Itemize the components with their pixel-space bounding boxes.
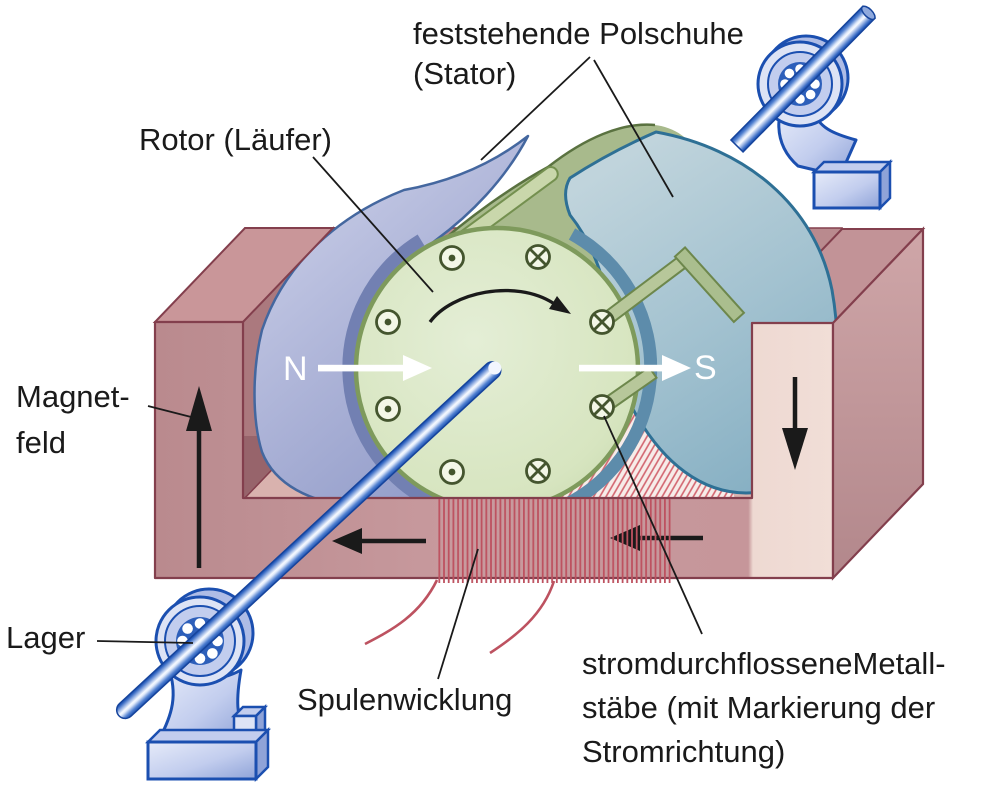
label-magnetfeld-line1: Magnet- (16, 379, 130, 414)
callout-stator-left (480, 56, 591, 161)
coil-lead-right (489, 580, 556, 655)
label-stator-line2: (Stator) (413, 56, 517, 91)
current-in-symbol (525, 458, 551, 484)
shaft-front (115, 361, 502, 720)
callout-lines (96, 56, 703, 680)
label-magnetfeld: Magnet- feld (16, 374, 130, 466)
label-lager: Lager (6, 620, 86, 655)
frame-side-face-right (831, 226, 925, 581)
coil-winding (364, 499, 672, 655)
shaft-rear (729, 5, 877, 154)
callout-magnetfeld (147, 405, 200, 420)
pole-left-inner-rim (342, 234, 445, 514)
current-out-symbol (375, 396, 401, 422)
north-arrow (318, 355, 432, 381)
field-arrow-left-1 (332, 528, 426, 554)
label-metallstaebe: stromdurchflosseneMetall- stäbe (mit Mar… (582, 642, 946, 774)
label-stator-line1: feststehende Polschuhe (413, 16, 744, 51)
callout-rotor (312, 156, 434, 293)
rotation-arrow (428, 288, 571, 324)
callout-metallstaebe (603, 415, 703, 635)
callout-lager (96, 640, 194, 644)
label-metallstaebe-line2: stäbe (mit Markierung der (582, 690, 936, 725)
current-in-symbol (589, 394, 615, 420)
current-out-symbol (375, 309, 401, 335)
label-pole-s: S (694, 349, 717, 387)
label-rotor: Rotor (Läufer) (139, 122, 332, 157)
current-out-symbol (439, 459, 465, 485)
callout-stator-right (593, 59, 674, 198)
field-arrow-down (782, 377, 808, 470)
label-spulenwicklung: Spulenwicklung (297, 682, 513, 717)
label-metallstaebe-line3: Stromrichtung) (582, 734, 786, 769)
south-arrow (579, 355, 691, 381)
label-stator: feststehende Polschuhe (Stator) (413, 14, 744, 94)
current-in-symbol (525, 244, 551, 270)
label-pole-n: N (283, 350, 308, 388)
field-arrow-up (186, 386, 212, 568)
current-in-symbol (589, 309, 615, 335)
label-metallstaebe-line1: stromdurchflosseneMetall- (582, 646, 946, 681)
current-out-symbol (439, 245, 465, 271)
label-magnetfeld-line2: feld (16, 425, 66, 460)
coil-lead-left (364, 579, 439, 646)
rotor-bar-far-end (673, 246, 746, 324)
callout-spulenwicklung (437, 548, 479, 680)
